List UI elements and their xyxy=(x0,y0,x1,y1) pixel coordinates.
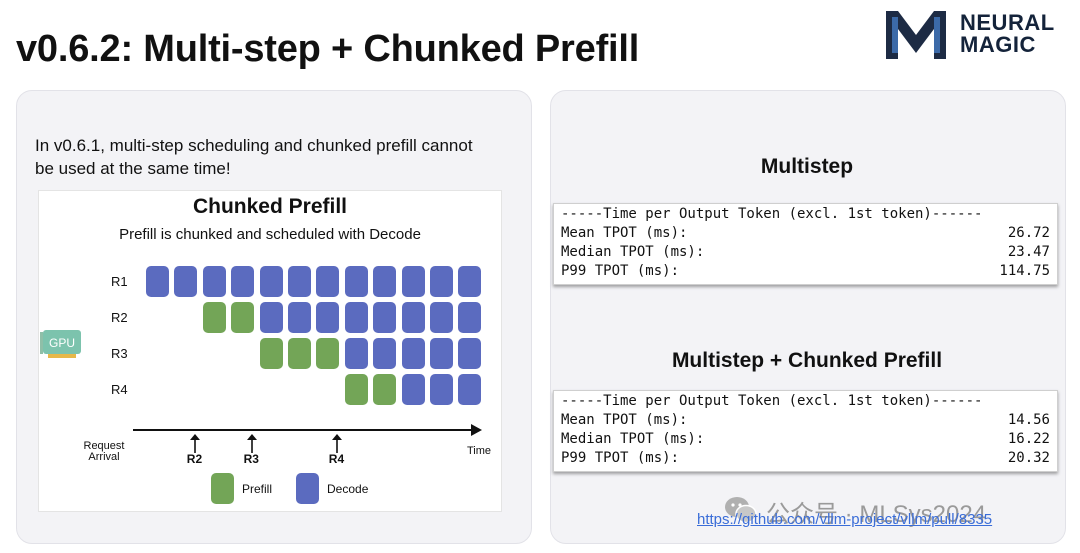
legend-decode-swatch xyxy=(296,473,319,504)
decode-block xyxy=(458,266,482,297)
arrival-label-r3: R3 xyxy=(243,452,259,466)
decode-block xyxy=(344,338,368,369)
slide-title: v0.6.2: Multi-step + Chunked Prefill xyxy=(16,28,640,70)
request-arrival-label: Request Arrival xyxy=(83,440,125,463)
combined-title: Multistep + Chunked Prefill xyxy=(671,349,943,372)
decode-block xyxy=(373,266,397,297)
legend-prefill-swatch xyxy=(211,473,234,504)
wechat-icon xyxy=(725,497,757,524)
time-axis-arrowhead xyxy=(471,424,482,436)
multistep-row: Mean TPOT (ms):26.72 xyxy=(561,225,1050,241)
panel-notch-bottom xyxy=(532,505,550,545)
decode-block xyxy=(458,302,482,333)
prefill-block xyxy=(202,302,226,333)
arrival-arrow-icon xyxy=(189,434,200,453)
decode-block xyxy=(316,302,340,333)
decode-block xyxy=(259,266,283,297)
decode-block xyxy=(430,302,453,333)
arrival-label-r2: R2 xyxy=(186,452,203,466)
time-label: Time xyxy=(466,445,492,457)
prefill-block xyxy=(316,338,340,369)
decode-block xyxy=(458,374,482,405)
row-label-r1: R1 xyxy=(111,274,128,289)
prefill-block xyxy=(373,374,397,405)
decode-block xyxy=(288,266,311,297)
decode-block xyxy=(316,266,340,297)
decode-block xyxy=(288,302,311,333)
decode-block xyxy=(231,266,255,297)
combined-terminal: -----Time per Output Token (excl. 1st to… xyxy=(553,390,1058,472)
chunked-prefill-diagram: Chunked Prefill Prefill is chunked and s… xyxy=(38,190,502,512)
decode-block xyxy=(174,266,198,297)
diagram-title: Chunked Prefill xyxy=(192,195,348,218)
diagram-subtitle: Prefill is chunked and scheduled with De… xyxy=(119,226,421,243)
decode-block xyxy=(430,266,453,297)
multistep-terminal: -----Time per Output Token (excl. 1st to… xyxy=(553,203,1058,285)
neural-magic-logo: NEURAL MAGIC xyxy=(884,5,1074,63)
legend-decode-label: Decode xyxy=(327,482,369,496)
prefill-block xyxy=(344,374,368,405)
multistep-row: Median TPOT (ms):23.47 xyxy=(561,244,1050,260)
decode-block xyxy=(430,374,453,405)
decode-block xyxy=(146,266,169,297)
arrival-arrow-icon xyxy=(331,434,342,453)
combined-header: -----Time per Output Token (excl. 1st to… xyxy=(561,393,983,409)
legend-prefill-label: Prefill xyxy=(242,482,273,496)
decode-block xyxy=(373,302,397,333)
combined-row: Median TPOT (ms):16.22 xyxy=(561,431,1050,447)
logo-text-line-2: MAGIC xyxy=(960,32,1036,57)
combined-row: P99 TPOT (ms):20.32 xyxy=(561,450,1050,466)
prefill-block xyxy=(231,302,255,333)
arrival-label-r4: R4 xyxy=(328,452,345,466)
panel-notch-top xyxy=(532,88,550,128)
decode-block xyxy=(401,266,425,297)
time-axis xyxy=(133,429,473,431)
decode-block xyxy=(401,374,425,405)
multistep-row: P99 TPOT (ms):114.75 xyxy=(561,263,1050,279)
intro-text: In v0.6.1, multi-step scheduling and chu… xyxy=(35,136,473,178)
row-label-r2: R2 xyxy=(111,310,128,325)
gpu-label: GPU xyxy=(49,336,75,350)
decode-block xyxy=(458,338,482,369)
watermark-text: 公众号 · MLSys2024 xyxy=(766,501,987,528)
decode-block xyxy=(401,338,425,369)
multistep-title: Multistep xyxy=(760,155,854,178)
prefill-block xyxy=(259,338,283,369)
github-pr-link[interactable]: https://github.com/vllm-project/vllm/pul… xyxy=(697,511,993,528)
combined-row: Mean TPOT (ms):14.56 xyxy=(561,412,1050,428)
row-label-r3: R3 xyxy=(111,346,128,361)
decode-block xyxy=(344,266,368,297)
decode-block xyxy=(373,338,397,369)
decode-block xyxy=(401,302,425,333)
neural-magic-logo-icon xyxy=(886,11,946,59)
logo-text-line-1: NEURAL xyxy=(960,10,1055,35)
decode-block xyxy=(344,302,368,333)
arrival-arrow-icon xyxy=(246,434,257,453)
prefill-block xyxy=(288,338,311,369)
multistep-header: -----Time per Output Token (excl. 1st to… xyxy=(561,206,983,222)
gpu-icon: GPU xyxy=(40,330,81,358)
decode-block xyxy=(430,338,453,369)
row-label-r4: R4 xyxy=(111,382,128,397)
decode-block xyxy=(259,302,283,333)
decode-block xyxy=(202,266,226,297)
